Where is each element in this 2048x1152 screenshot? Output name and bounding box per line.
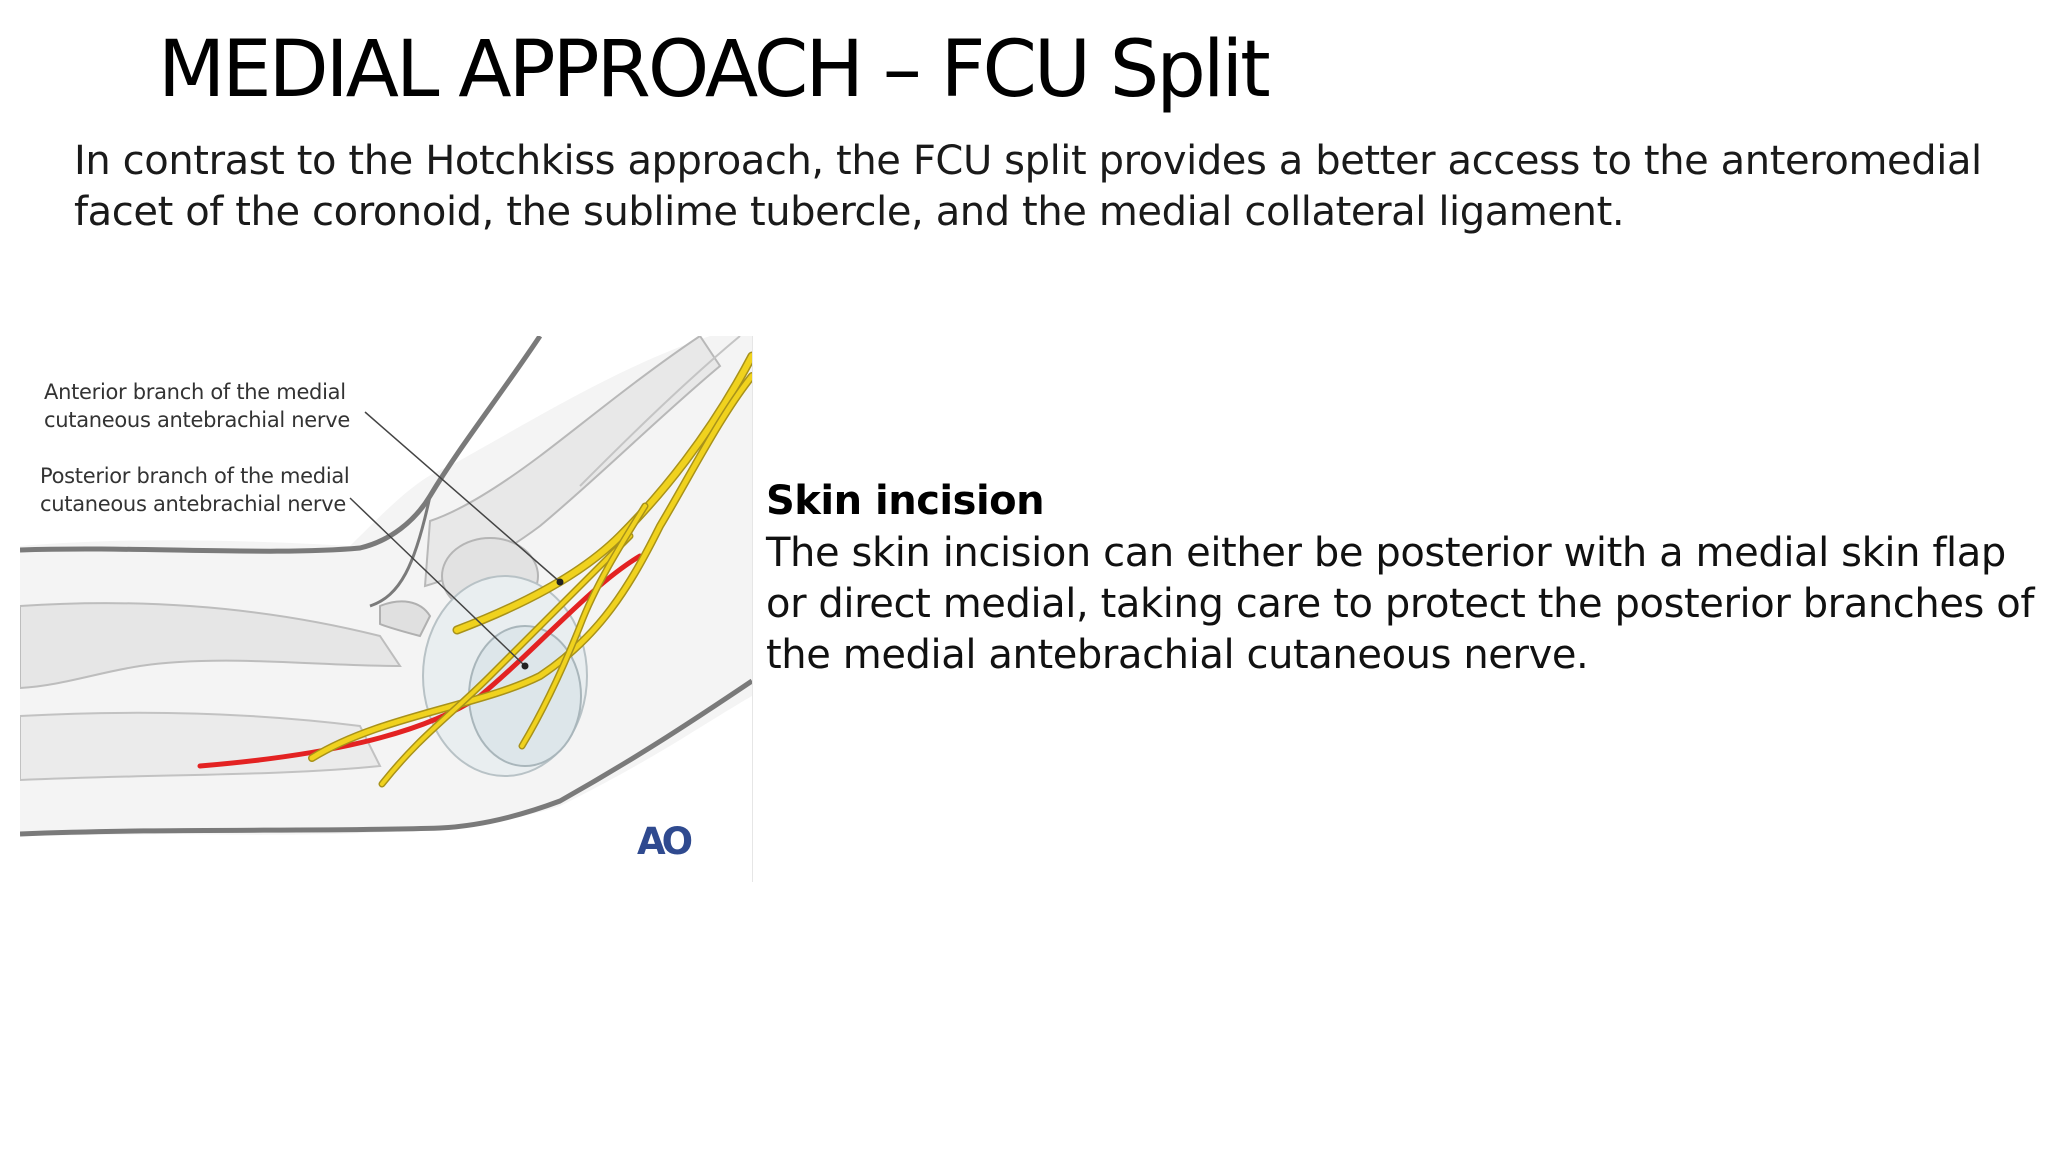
coronoid — [379, 600, 432, 638]
skin-outline-upper-right — [579, 336, 741, 487]
nerve-posterior-twig-2-fill — [520, 504, 647, 748]
label-posterior-line1: Posterior branch of the medial — [40, 464, 350, 488]
leader-dot-anterior — [556, 578, 564, 586]
skin-outline-inner — [369, 495, 432, 608]
nerve-anterior-branch-fill — [454, 353, 752, 633]
skin-outline-upper — [20, 336, 543, 554]
label-anterior-line1: Anterior branch of the medial — [44, 380, 346, 404]
skin-incision-section: Skin incision The skin incision can eith… — [766, 475, 2036, 681]
leader-line-anterior — [364, 411, 561, 583]
nerve-posterior-twig-1-fill — [380, 534, 632, 786]
label-posterior-line2: cutaneous antebrachial nerve — [40, 492, 347, 516]
forearm-bone-lower — [20, 711, 382, 782]
humerus-bone — [423, 336, 722, 588]
leader-line-posterior — [349, 497, 526, 667]
elbow-anatomy-drawing — [20, 336, 752, 837]
forearm-bone — [20, 602, 402, 690]
label-anterior-line2: cutaneous antebrachial nerve — [44, 408, 351, 432]
section-heading: Skin incision — [766, 478, 1045, 524]
nerve-posterior-branch-fill — [309, 373, 752, 761]
section-body: The skin incision can either be posterio… — [766, 530, 2035, 678]
ao-logo: AO — [637, 820, 693, 863]
intro-paragraph: In contrast to the Hotchkiss approach, t… — [74, 138, 1982, 235]
label-anterior-branch: Anterior branch of the medial cutaneous … — [44, 378, 350, 434]
slide-title: MEDIAL APPROACH – FCU Split — [158, 25, 1271, 115]
elbow-illustration: Anterior branch of the medial cutaneous … — [20, 336, 753, 882]
label-posterior-branch: Posterior branch of the medial cutaneous… — [40, 462, 350, 518]
skin-outline-lower — [20, 678, 752, 837]
leader-dot-posterior — [521, 662, 529, 670]
